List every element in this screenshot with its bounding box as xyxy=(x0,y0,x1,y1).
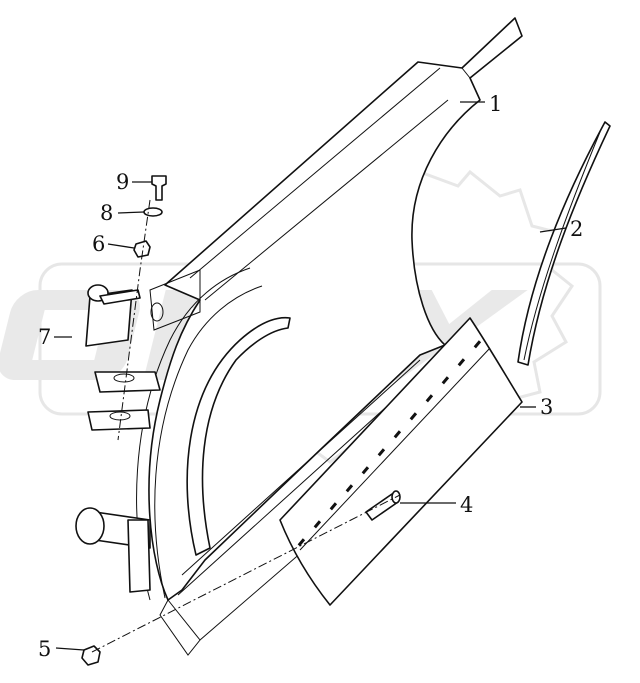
callout-8: 8 xyxy=(100,201,113,225)
callout-9: 9 xyxy=(116,170,129,194)
part-1-mouldboard-frame xyxy=(75,17,523,656)
part-2-curved-strip xyxy=(517,121,611,366)
part-3-cutting-edge xyxy=(279,317,523,606)
part-8-washer xyxy=(143,207,163,217)
callout-2: 2 xyxy=(570,217,583,241)
callout-5: 5 xyxy=(38,637,51,661)
callout-7: 7 xyxy=(38,325,51,349)
part-9-bolt xyxy=(151,175,167,201)
leader-lines xyxy=(54,101,567,651)
callout-4: 4 xyxy=(460,493,473,517)
part-6-nut xyxy=(133,240,151,258)
slot-row xyxy=(297,340,482,547)
callout-3: 3 xyxy=(540,395,553,419)
callout-6: 6 xyxy=(92,232,105,256)
part-7-pivot-pin xyxy=(85,284,141,347)
callout-1: 1 xyxy=(489,92,502,116)
